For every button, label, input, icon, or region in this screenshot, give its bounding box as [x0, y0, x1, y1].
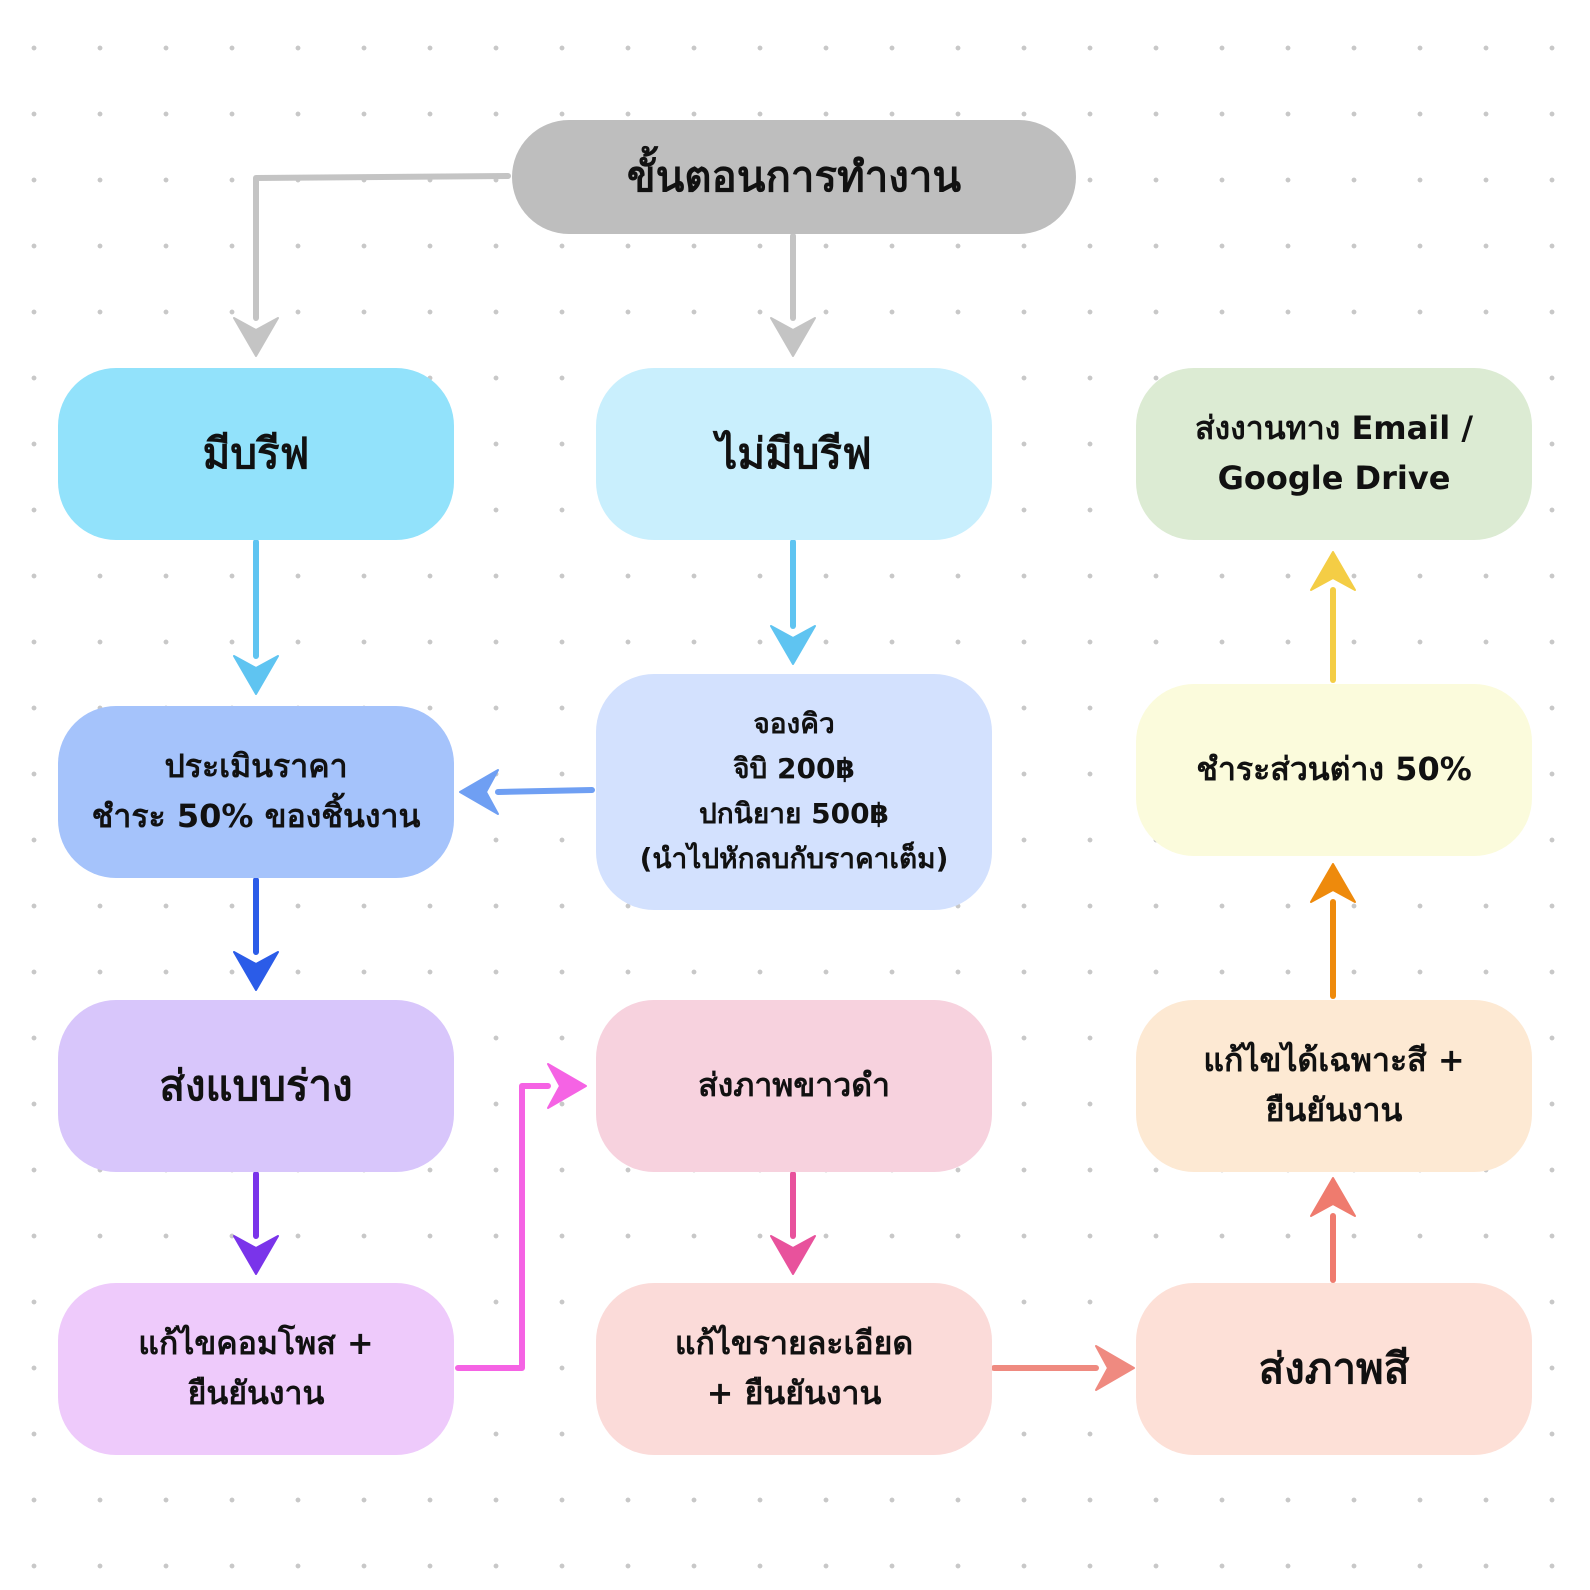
arrow-line [495, 787, 595, 795]
node-price-estimate-line-2: ชำระ 50% ของชิ้นงาน [91, 797, 421, 835]
workflow-title-text: ขั้นตอนการทำงาน [626, 151, 962, 201]
node-send-bw-image: ส่งภาพขาวดำ [596, 1000, 992, 1172]
arrow-head [233, 317, 279, 357]
arrow-detail-fix-to-color-image [991, 1345, 1135, 1391]
arrow-head [770, 625, 816, 665]
node-composition-fix-line-2: ยืนยันงาน [187, 1374, 325, 1412]
node-has-brief-label: มีบรีฟ [202, 428, 310, 478]
node-queue-booking-line-1: จองคิว [753, 707, 835, 741]
arrow-no-ref-to-booking [770, 539, 816, 665]
arrow-head [547, 1063, 587, 1109]
arrow-head [233, 655, 279, 695]
arrow-head [1310, 551, 1356, 591]
node-color-fix-line-2: ยืนยันงาน [1265, 1091, 1403, 1129]
workflow-title: ขั้นตอนการทำงาน [512, 120, 1076, 234]
node-send-sketch: ส่งแบบร่าง [58, 1000, 454, 1172]
node-no-brief: ไม่มีบรีฟ [596, 368, 992, 540]
node-composition-fix-line-1: แก้ไขคอมโพส + [138, 1324, 374, 1363]
arrow-color-image-to-color-fix [1310, 1177, 1356, 1283]
arrow-head [770, 1235, 816, 1275]
node-pay-balance: ชำระส่วนต่าง 50% [1136, 684, 1532, 856]
arrow-head [459, 769, 499, 815]
arrow-head [770, 317, 816, 357]
arrow-sketch-to-composition-fix [233, 1171, 279, 1275]
node-detail-fix-line-1: แก้ไขรายละเอียด [674, 1324, 914, 1363]
arrow-balance-to-delivery [1310, 551, 1356, 683]
node-price-estimate-line-1: ประเมินราคา [164, 747, 348, 786]
node-send-color-image: ส่งภาพสี [1136, 1283, 1532, 1455]
node-detail-fix-line-2: + ยืนยันงาน [706, 1374, 882, 1412]
arrow-bw-image-to-detail-fix [770, 1171, 816, 1275]
node-delivery: ส่งงานทาง Email / Google Drive [1136, 368, 1532, 540]
arrow-head [233, 1235, 279, 1275]
node-delivery-line-1: ส่งงานทาง Email / [1194, 409, 1473, 448]
node-delivery-line-2: Google Drive [1217, 459, 1451, 497]
node-has-brief: มีบรีฟ [58, 368, 454, 540]
arrow-head [1310, 1177, 1356, 1217]
node-color-fix-line-1: แก้ไขได้เฉพาะสี + [1203, 1041, 1465, 1080]
arrow-has-ref-to-estimate [233, 539, 279, 695]
arrow-line [455, 1083, 551, 1371]
arrow-color-fix-to-balance [1310, 863, 1356, 999]
node-color-fix: แก้ไขได้เฉพาะสี + ยืนยันงาน [1136, 1000, 1532, 1172]
arrow-header-to-no-ref [770, 233, 816, 357]
node-send-sketch-label: ส่งแบบร่าง [159, 1060, 353, 1110]
node-composition-fix: แก้ไขคอมโพส + ยืนยันงาน [58, 1283, 454, 1455]
node-no-brief-label: ไม่มีบรีฟ [716, 428, 872, 478]
node-queue-booking-line-2: จิบิ 200฿ [733, 752, 855, 786]
node-send-color-image-label: ส่งภาพสี [1258, 1343, 1410, 1393]
arrow-head [1310, 863, 1356, 903]
arrow-head [233, 951, 279, 991]
node-detail-fix: แก้ไขรายละเอียด + ยืนยันงาน [596, 1283, 992, 1455]
node-price-estimate: ประเมินราคา ชำระ 50% ของชิ้นงาน [58, 706, 454, 878]
arrow-header-to-has-ref [233, 173, 511, 357]
arrow-composition-fix-to-bw-image [455, 1063, 587, 1371]
node-pay-balance-label: ชำระส่วนต่าง 50% [1196, 750, 1472, 789]
node-queue-booking-line-3: ปกนิยาย 500฿ [698, 797, 890, 830]
arrow-estimate-to-sketch [233, 877, 279, 991]
arrow-booking-to-estimate [459, 769, 595, 815]
node-send-bw-image-label: ส่งภาพขาวดำ [698, 1066, 890, 1105]
node-queue-booking-line-4: (นำไปหักลบกับราคาเต็ม) [639, 841, 949, 875]
node-queue-booking: จองคิว จิบิ 200฿ ปกนิยาย 500฿ (นำไปหักลบ… [596, 674, 992, 910]
arrow-line [253, 173, 511, 321]
arrow-head [1095, 1345, 1135, 1391]
